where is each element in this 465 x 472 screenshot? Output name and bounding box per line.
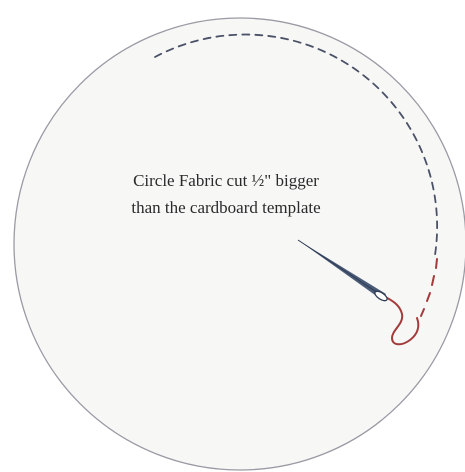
caption-line-2: than the cardboard template <box>131 198 320 217</box>
fabric-circle <box>14 18 465 470</box>
caption-line-1: Circle Fabric cut ½" bigger <box>133 171 319 190</box>
